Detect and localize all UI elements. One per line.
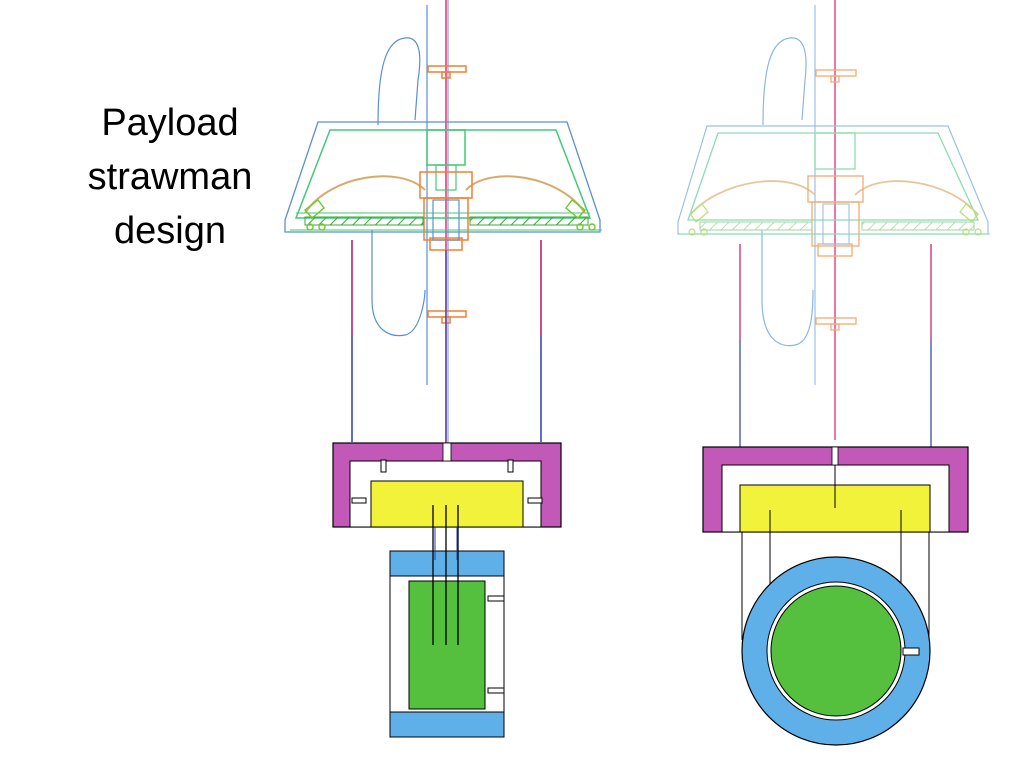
- frame-inner-right: [687, 132, 980, 221]
- clamp-lower-right: [815, 317, 857, 331]
- balloon-loop-upper-right: [762, 37, 807, 126]
- clamp-upper: [427, 65, 467, 79]
- gondola-inner: [432, 199, 460, 241]
- frame-outer: [284, 121, 601, 233]
- yellow-payload: [370, 480, 524, 528]
- balloon-loop-lower-right: [761, 230, 814, 347]
- title-line-2: strawman: [87, 156, 253, 198]
- green-core-front: [770, 585, 902, 717]
- balloon-loop-upper: [377, 37, 421, 126]
- frame-outer-right: [677, 125, 989, 235]
- deck-hatch-right: [469, 216, 589, 226]
- bracket-left: [303, 199, 326, 231]
- frame-inner: [294, 129, 592, 219]
- clamp-upper-right: [815, 69, 857, 83]
- title-line-1: Payload: [101, 102, 239, 144]
- front-view: [677, 0, 990, 746]
- title-line-3: design: [114, 210, 226, 252]
- side-view: [284, 0, 602, 738]
- blue-cylinder-front: [741, 532, 931, 746]
- green-core-side: [408, 580, 486, 710]
- clamp-lower: [427, 310, 467, 324]
- slide-title: Payload strawman design: [60, 96, 280, 258]
- bracket-right: [565, 199, 596, 231]
- deck-hatch-left: [304, 216, 424, 226]
- balloon-loop-lower: [371, 230, 426, 337]
